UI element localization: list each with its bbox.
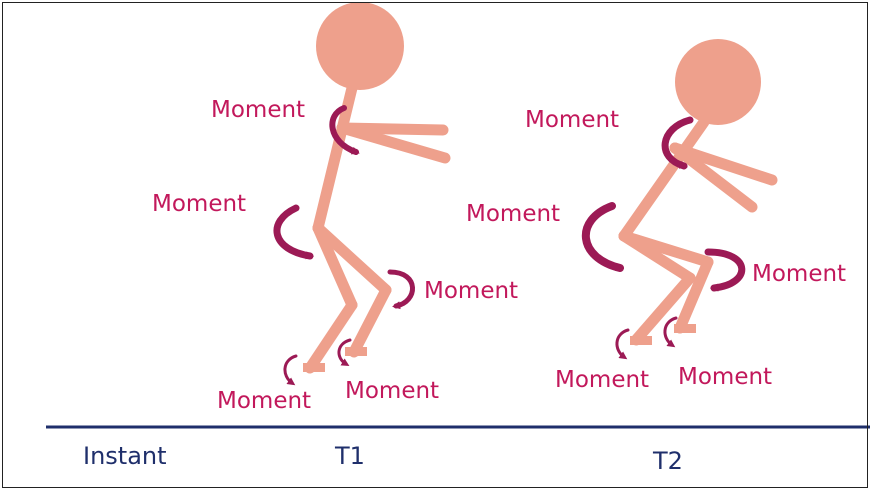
moment-arrow-hip-t2 [582, 202, 624, 272]
moment-arrow-ankle-right-t2 [663, 316, 678, 348]
moment-arrow-ankle-left-t2 [615, 328, 630, 360]
shin-left-t2 [630, 272, 696, 346]
moment-arrow-knee-t2 [704, 248, 746, 292]
shin-right-t2 [674, 256, 714, 334]
moment-arrow-hip-t1 [273, 204, 314, 260]
moment-label-ankle-right-t1: Moment [345, 378, 439, 404]
head-t2 [675, 39, 761, 125]
shin-right-t1 [348, 284, 392, 358]
head-t1 [316, 2, 404, 90]
moment-label-shoulder-t1: Moment [211, 97, 305, 123]
moment-label-hip-t2: Moment [466, 201, 560, 227]
thigh-right-t1 [312, 222, 392, 296]
moment-label-knee-t2: Moment [752, 261, 846, 287]
timeline-t2: T2 [652, 447, 683, 475]
foot-left-t2 [630, 336, 652, 345]
moment-arrow-ankle-right-t1 [337, 338, 352, 367]
moment-label-ankle-left-t1: Moment [217, 388, 311, 414]
moment-label-knee-t1: Moment [424, 278, 518, 304]
timeline-label: Instant [83, 442, 167, 470]
moment-label-shoulder-t2: Moment [525, 107, 619, 133]
moment-arrow-knee-t1 [387, 269, 415, 310]
timeline-t1: T1 [334, 442, 365, 470]
thigh-left-t1 [312, 222, 358, 311]
arm-upper-t2 [669, 142, 778, 186]
thigh-right-t2 [618, 230, 714, 268]
moment-label-hip-t1: Moment [152, 191, 246, 217]
torso-t1 [312, 82, 358, 234]
moment-label-ankle-right-t2: Moment [678, 364, 772, 390]
moment-label-ankle-left-t2: Moment [555, 367, 649, 393]
figure-t2: Moment Moment Moment Moment Moment [466, 39, 846, 393]
foot-right-t1 [345, 347, 367, 356]
figure-t1: Moment Moment Moment Moment Moment [152, 2, 518, 414]
foot-right-t2 [674, 324, 696, 333]
moment-arrow-shoulder-t2 [661, 116, 694, 170]
arm-lower-t1 [336, 122, 451, 164]
moment-arrow-ankle-left-t1 [283, 354, 298, 386]
moment-arrow-shoulder-t1 [329, 105, 360, 155]
torso-t2 [618, 116, 710, 242]
foot-left-t1 [303, 363, 325, 372]
shin-left-t1 [304, 299, 358, 374]
arm-lower-t2 [669, 142, 758, 213]
diagram-frame [2, 2, 868, 488]
